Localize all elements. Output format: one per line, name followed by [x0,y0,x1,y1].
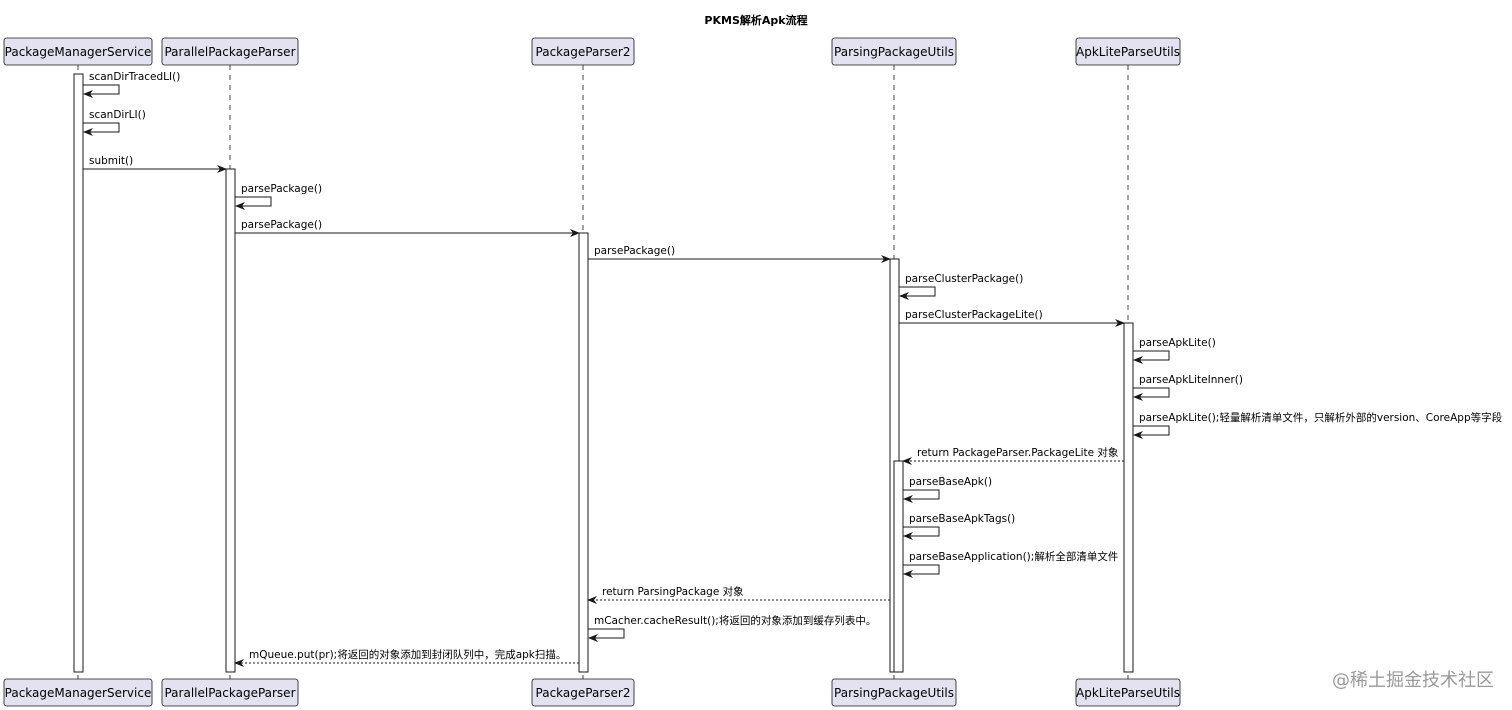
participant-label: ApkLiteParseUtils [1076,45,1180,59]
participant-bottom-pp2: PackageParser2 [531,678,635,707]
participant-bottom-ppp: ParallelPackageParser [161,678,299,707]
call-message-3: submit() [83,155,227,173]
diagram-title: PKMS解析Apk流程 [704,13,807,27]
participant-bottom-ppu: ParsingPackageUtils [831,678,957,707]
messages: scanDirTracedLI() scanDirLI() submit() pars… [83,71,1503,667]
message-label: parseClusterPackageLite() [905,309,1043,321]
participant-bottom-alpu: ApkLiteParseUtils [1075,678,1181,707]
message-label: mQueue.put(pr);将返回的对象添加到封闭队列中，完成apk扫描。 [249,648,566,661]
participant-label: PackageManagerService [5,45,152,59]
message-label: return ParsingPackage 对象 [602,585,744,598]
return-message-16: return ParsingPackage 对象 [587,585,890,604]
message-label: return PackageParser.PackageLite 对象 [917,446,1118,459]
watermark: @稀土掘金技术社区 [1332,670,1494,691]
return-message-12: return PackageParser.PackageLite 对象 [902,446,1124,465]
participants: PackageManagerServicePackageManagerServi… [3,37,1181,707]
return-message-18: mQueue.put(pr);将返回的对象添加到封闭队列中，完成apk扫描。 [234,648,579,667]
participant-label: ParallelPackageParser [164,686,295,700]
message-label: parsePackage() [241,219,322,231]
message-label: submit() [89,155,133,167]
message-label: parseBaseApkTags() [909,513,1015,525]
self-message-11: parseApkLite();轻量解析清单文件，只解析外部的version、Co… [1133,411,1503,439]
participant-bottom-pms: PackageManagerService [3,678,153,707]
call-message-8: parseClusterPackageLite() [899,309,1125,327]
message-label: parseClusterPackage() [905,273,1023,285]
participant-top-alpu: ApkLiteParseUtils [1075,37,1181,66]
message-label: parseBaseApk() [909,476,992,488]
participant-top-ppu: ParsingPackageUtils [831,37,957,66]
message-label: mCacher.cacheResult();将返回的对象添加到缓存列表中。 [594,614,876,627]
self-message-13: parseBaseApk() [903,476,992,503]
self-message-9: parseApkLite() [1133,337,1216,364]
participant-label: PackageParser2 [536,45,631,59]
message-label: parseApkLite();轻量解析清单文件，只解析外部的version、Co… [1139,411,1503,424]
self-message-2: scanDirLI() [83,109,146,136]
participant-label: ApkLiteParseUtils [1076,686,1180,700]
participant-top-ppp: ParallelPackageParser [161,37,299,66]
self-message-17: mCacher.cacheResult();将返回的对象添加到缓存列表中。 [588,614,876,642]
activation-bars [73,73,1134,673]
self-message-1: scanDirTracedLI() [83,71,180,98]
self-message-15: parseBaseApplication();解析全部清单文件 [903,550,1118,578]
self-message-14: parseBaseApkTags() [903,513,1015,540]
self-message-4: parsePackage() [235,183,322,210]
call-message-6: parsePackage() [588,245,891,263]
message-label: parseBaseApplication();解析全部清单文件 [909,550,1118,563]
participant-label: PackageManagerService [5,686,152,700]
activation-bar-ppu [893,460,904,673]
activation-bar-ppp [225,168,236,673]
self-message-7: parseClusterPackage() [899,273,1023,300]
activation-bar-pms [73,73,84,673]
message-label: parsePackage() [241,183,322,195]
self-message-10: parseApkLiteInner() [1133,374,1243,401]
participant-label: ParsingPackageUtils [834,45,954,59]
activation-bar-pp2 [578,232,589,673]
message-label: parseApkLite() [1139,337,1216,349]
participant-label: ParsingPackageUtils [834,686,954,700]
participant-top-pp2: PackageParser2 [531,37,635,66]
activation-bar-alpu [1123,322,1134,673]
message-label: scanDirTracedLI() [89,71,180,83]
participant-label: ParallelPackageParser [164,45,295,59]
message-label: parseApkLiteInner() [1139,374,1243,386]
message-label: parsePackage() [594,245,675,257]
call-message-5: parsePackage() [235,219,580,237]
message-label: scanDirLI() [89,109,146,121]
participant-top-pms: PackageManagerService [3,37,153,66]
participant-label: PackageParser2 [536,686,631,700]
